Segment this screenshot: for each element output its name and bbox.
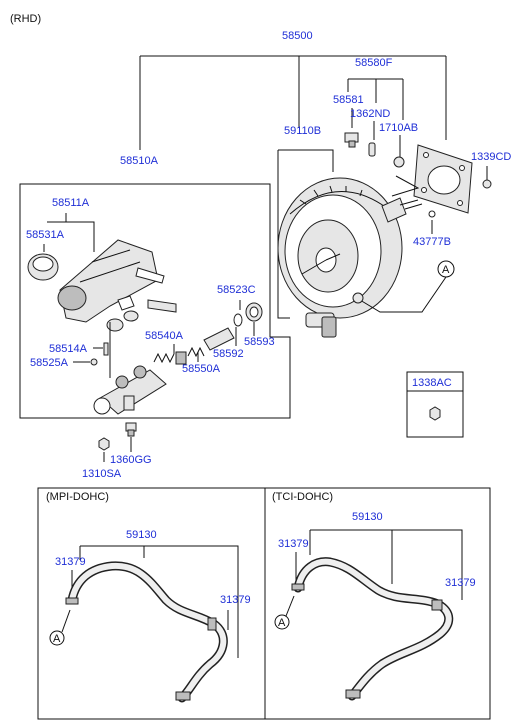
panel-tci-clamp-right-label[interactable]: 31379: [445, 577, 476, 589]
nut-1339CD[interactable]: [482, 179, 492, 189]
vacuum-port[interactable]: [352, 292, 364, 304]
label-1710AB[interactable]: 1710AB: [379, 122, 418, 134]
pin-1362ND[interactable]: [368, 142, 376, 157]
label-1339CD[interactable]: 1339CD: [471, 151, 511, 163]
variant-label: (RHD): [10, 13, 41, 25]
label-1310SA[interactable]: 1310SA: [82, 468, 122, 480]
label-1362ND[interactable]: 1362ND: [350, 108, 390, 120]
reservoir-filler-neck[interactable]: [57, 285, 87, 311]
clamp-tci-right[interactable]: [431, 599, 443, 611]
label-59110B[interactable]: 59110B: [284, 125, 321, 137]
clamp-mpi-top[interactable]: [65, 597, 79, 605]
label-58523C[interactable]: 58523C: [217, 284, 256, 296]
spring-58540A[interactable]: [153, 351, 187, 365]
leader-58500: [139, 55, 447, 150]
panel-mpi-clamp-top-label[interactable]: 31379: [55, 556, 86, 568]
label-58592[interactable]: 58592: [213, 348, 244, 360]
panel-tci-hose-label[interactable]: 59130: [352, 511, 383, 523]
reservoir-cap-58531A[interactable]: [27, 253, 59, 281]
leader-58511A: [47, 213, 95, 252]
label-1338AC[interactable]: 1338AC: [412, 377, 452, 389]
vacuum-hose-tci[interactable]: [293, 557, 454, 701]
label-58531A[interactable]: 58531A: [26, 229, 65, 241]
piston-58550A[interactable]: [187, 327, 235, 358]
seal-58593[interactable]: [245, 302, 263, 322]
label-58510A[interactable]: 58510A: [120, 155, 159, 167]
reservoir-58511A[interactable]: [59, 239, 177, 323]
callout-a-text: A: [442, 264, 450, 276]
label-58593[interactable]: 58593: [244, 336, 275, 348]
svg-text:A: A: [53, 633, 61, 645]
svg-text:A: A: [278, 617, 286, 629]
label-58500[interactable]: 58500: [282, 30, 313, 42]
label-58511A[interactable]: 58511A: [52, 197, 90, 209]
clamp-tci-top[interactable]: [291, 583, 305, 591]
nut-1310SA[interactable]: [98, 437, 110, 451]
nut-1338AC[interactable]: [429, 406, 441, 421]
label-58514A[interactable]: 58514A: [49, 343, 88, 355]
label-58580F[interactable]: 58580F: [355, 57, 393, 69]
leader-59110B: [277, 149, 334, 319]
leader-58580F: [347, 78, 404, 120]
hose-panels-frame: [37, 487, 491, 720]
check-valve[interactable]: [305, 312, 337, 338]
bolt-58581[interactable]: [344, 132, 359, 148]
panel-mpi-clamp-right-label[interactable]: 31379: [220, 594, 251, 606]
callout-a-mpi[interactable]: [49, 630, 65, 646]
clamp-mpi-right[interactable]: [207, 617, 217, 631]
connector-tci-bottom[interactable]: [345, 689, 361, 699]
seal-58525A[interactable]: [90, 358, 98, 366]
panel-mpi-title: (MPI-DOHC): [46, 491, 109, 503]
nut-1710AB[interactable]: [393, 156, 405, 168]
pin-58514A[interactable]: [103, 342, 109, 356]
brake-booster[interactable]: [277, 177, 403, 319]
callout-a-tci[interactable]: [274, 614, 290, 630]
panel-tci-clamp-top-label[interactable]: 31379: [278, 538, 309, 550]
label-1360GG[interactable]: 1360GG: [110, 454, 152, 466]
box-1338AC: 1338AC: [406, 371, 464, 438]
grommet[interactable]: [106, 310, 139, 332]
label-58540A[interactable]: 58540A: [145, 330, 184, 342]
panel-tci-title: (TCI-DOHC): [272, 491, 333, 503]
booster-gasket-plate[interactable]: [413, 144, 473, 214]
bolt-1360GG[interactable]: [125, 422, 137, 437]
panel-mpi-hose-label[interactable]: 59130: [126, 529, 157, 541]
label-58550A[interactable]: 58550A: [182, 363, 221, 375]
label-43777B[interactable]: 43777B: [413, 236, 451, 248]
pushrod-yoke[interactable]: [381, 197, 436, 223]
oring-58523C[interactable]: [233, 313, 243, 327]
vacuum-hose-mpi[interactable]: [67, 561, 228, 703]
connector-mpi-bottom[interactable]: [175, 691, 191, 701]
label-58525A[interactable]: 58525A: [30, 357, 69, 369]
label-58581[interactable]: 58581: [333, 94, 364, 106]
master-cylinder-body[interactable]: [93, 365, 167, 415]
master-cylinder-box: [19, 183, 291, 419]
